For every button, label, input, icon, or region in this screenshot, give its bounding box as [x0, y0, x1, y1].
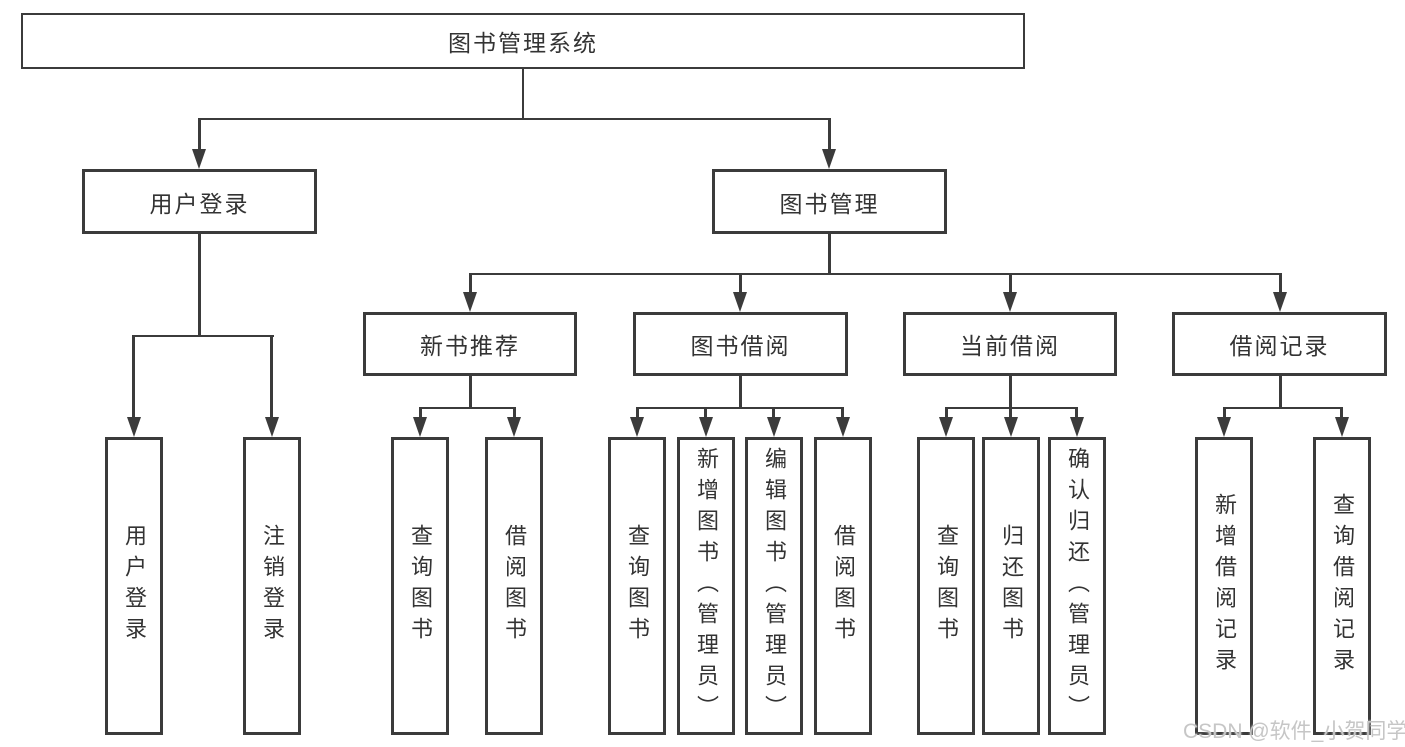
connector-level3-horizontal: [469, 273, 1281, 275]
arrowhead-leaf: [630, 417, 644, 437]
connector-stem: [1340, 407, 1343, 419]
arrowhead-leaf: [939, 417, 953, 437]
arrowhead-leaf-logout: [265, 417, 279, 437]
node-label: 借阅记录: [1229, 333, 1330, 359]
connector-stem: [704, 407, 707, 419]
connector-stem-leaf-user-login: [132, 335, 135, 419]
leaf-label: 确认归还（管理员）: [1065, 446, 1090, 726]
node-label: 图书管理: [779, 190, 880, 217]
leaf-add-borrow-record: 新增借阅记录: [1195, 437, 1253, 735]
arrowhead-leaf: [699, 417, 713, 437]
leaf-return-books: 归还图书: [982, 437, 1040, 735]
connector-level2-horizontal: [198, 118, 831, 120]
leaf-edit-books-admin: 编辑图书（管理员）: [745, 437, 803, 735]
arrowhead-leaf: [1335, 417, 1349, 437]
leaf-user-login: 用户登录: [105, 437, 163, 735]
connector-book-borrow-horizontal: [636, 407, 844, 409]
connector-stem-current-borrow: [1009, 273, 1012, 293]
arrowhead-leaf: [1004, 417, 1018, 437]
arrowhead-current-borrow: [1003, 292, 1017, 312]
node-book-borrow: 图书借阅: [633, 312, 848, 376]
arrowhead-leaf: [836, 417, 850, 437]
node-label: 图书借阅: [690, 333, 791, 359]
leaf-label: 查询借阅记录: [1330, 493, 1355, 679]
csdn-watermark: CSDN @软件_小贺同学: [1183, 720, 1405, 743]
connector-stem: [513, 407, 516, 419]
connector-stem-user-login: [198, 118, 201, 150]
arrowhead-leaf: [507, 417, 521, 437]
leaf-label: 借阅图书: [831, 524, 856, 648]
connector-stem: [419, 407, 422, 419]
connector-stem: [841, 407, 844, 419]
node-root-label: 图书管理系统: [448, 30, 598, 56]
connector-current-borrow-vertical: [1009, 376, 1012, 409]
node-borrow-record: 借阅记录: [1172, 312, 1387, 376]
leaf-query-books-current: 查询图书: [917, 437, 975, 735]
arrowhead-new-book: [463, 292, 477, 312]
connector-stem: [636, 407, 639, 419]
arrowhead-leaf: [1217, 417, 1231, 437]
leaf-query-borrow-record: 查询借阅记录: [1313, 437, 1371, 735]
node-user-login: 用户登录: [82, 169, 317, 234]
leaf-label: 查询图书: [408, 524, 433, 648]
node-book-management: 图书管理: [712, 169, 947, 234]
leaf-label: 新增图书（管理员）: [694, 446, 719, 726]
leaf-label: 查询图书: [934, 524, 959, 648]
leaf-add-books-admin: 新增图书（管理员）: [677, 437, 735, 735]
connector-stem: [772, 407, 775, 419]
leaf-query-books-recommend: 查询图书: [391, 437, 449, 735]
connector-borrow-record-horizontal: [1223, 407, 1343, 409]
connector-stem-new-book: [469, 273, 472, 293]
connector-new-book-horizontal: [419, 407, 516, 409]
node-current-borrow: 当前借阅: [903, 312, 1117, 376]
connector-book-mgmt-vertical: [828, 234, 831, 275]
leaf-query-books-borrow: 查询图书: [608, 437, 666, 735]
arrowhead-leaf-user-login: [127, 417, 141, 437]
leaf-label: 注销登录: [260, 524, 285, 648]
leaf-label: 借阅图书: [502, 524, 527, 648]
node-label: 当前借阅: [960, 333, 1060, 359]
node-new-book-recommend: 新书推荐: [363, 312, 577, 376]
connector-stem: [945, 407, 948, 419]
connector-book-borrow-vertical: [739, 376, 742, 409]
leaf-confirm-return-admin: 确认归还（管理员）: [1048, 437, 1106, 735]
leaf-borrow-books-recommend: 借阅图书: [485, 437, 543, 735]
connector-stem-book-mgmt: [828, 118, 831, 150]
node-label: 用户登录: [149, 190, 250, 217]
arrowhead-leaf: [767, 417, 781, 437]
connector-root-vertical: [522, 69, 524, 119]
connector-user-login-vertical: [198, 234, 201, 337]
connector-stem: [1075, 407, 1078, 419]
leaf-label: 用户登录: [122, 524, 147, 648]
arrowhead-borrow-record: [1273, 292, 1287, 312]
connector-user-login-horizontal: [133, 335, 274, 337]
leaf-borrow-books: 借阅图书: [814, 437, 872, 735]
leaf-label: 新增借阅记录: [1212, 493, 1237, 679]
connector-new-book-vertical: [469, 376, 472, 409]
arrowhead-book-mgmt: [822, 149, 836, 169]
connector-stem-book-borrow: [739, 273, 742, 293]
connector-borrow-record-vertical: [1279, 376, 1282, 409]
arrowhead-user-login: [192, 149, 206, 169]
arrowhead-book-borrow: [733, 292, 747, 312]
connector-stem: [1009, 407, 1012, 419]
node-root-system: 图书管理系统: [21, 13, 1025, 69]
node-label: 新书推荐: [420, 333, 520, 359]
leaf-logout: 注销登录: [243, 437, 301, 735]
connector-stem-borrow-record: [1279, 273, 1282, 293]
leaf-label: 归还图书: [999, 524, 1024, 648]
arrowhead-leaf: [413, 417, 427, 437]
connector-stem-leaf-logout: [270, 335, 273, 419]
arrowhead-leaf: [1070, 417, 1084, 437]
leaf-label: 编辑图书（管理员）: [762, 446, 787, 726]
connector-stem: [1223, 407, 1226, 419]
leaf-label: 查询图书: [625, 524, 650, 648]
